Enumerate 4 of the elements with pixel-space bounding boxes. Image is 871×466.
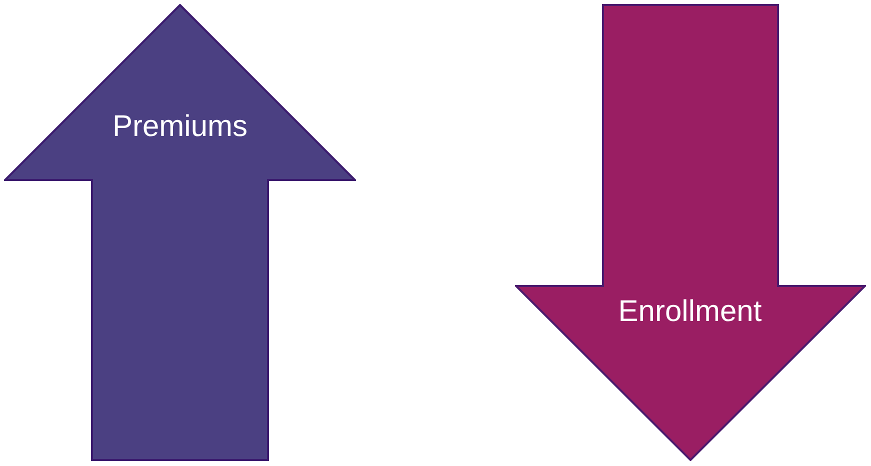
arrow-label: Premiums [112, 110, 248, 144]
down-arrow-shape [515, 4, 866, 461]
up-arrow-shape [4, 4, 356, 461]
arrow-label: Enrollment [618, 295, 762, 329]
